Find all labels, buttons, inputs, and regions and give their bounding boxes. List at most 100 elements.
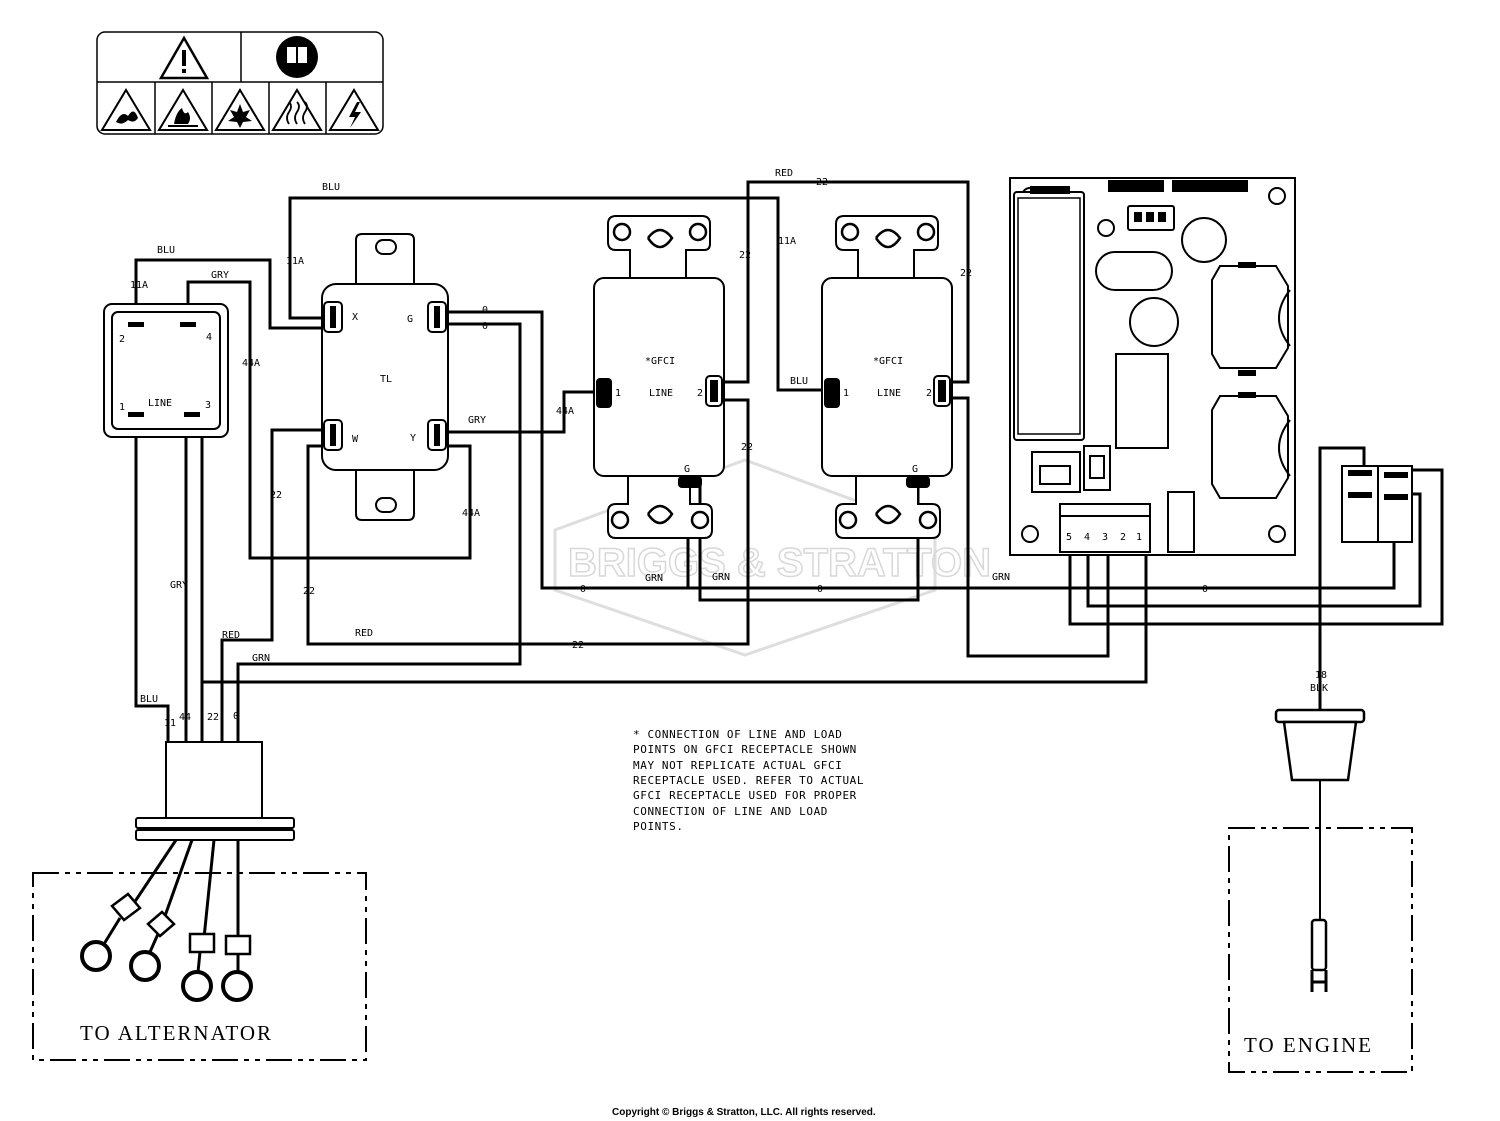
hot-surface-icon [271, 88, 323, 131]
board-pin-4: 4 [1084, 532, 1090, 543]
wire-label-44a-mid: 44A [556, 406, 574, 417]
wire-label-gry-vertical: GRY [170, 580, 188, 591]
note-line-6: CONNECTION OF LINE AND LOAD [633, 805, 828, 818]
wires [134, 180, 1444, 920]
wire-label-red-mid: RED [355, 628, 373, 639]
fire-icon [157, 88, 209, 131]
copyright: Copyright © Briggs & Stratton, LLC. All … [612, 1107, 876, 1118]
line-switch: 2 4 1 3 LINE [103, 303, 229, 438]
gfci-right-terminal-g: G [912, 464, 918, 475]
wire-label-blu-top: BLU [322, 182, 340, 193]
board-pin-5: 5 [1066, 532, 1072, 543]
gfci-note: * CONNECTION OF LINE AND LOAD POINTS ON … [633, 728, 864, 833]
wire-label-red-top: RED [775, 168, 793, 179]
tl-label: TL [380, 374, 392, 385]
wire-label-22-gfci1a: 22 [739, 250, 751, 261]
gfci-left-label: *GFCI [645, 356, 675, 367]
engine-box [1228, 827, 1413, 1073]
wire-label-gry-tl: GRY [468, 415, 486, 426]
tl-terminal-w: W [352, 434, 359, 445]
board-pin-2: 2 [1120, 532, 1126, 543]
alternator-plug: 11 44 22 0 TO ALTERNATOR [32, 711, 367, 1061]
wire-labels: BLU BLU BLU BLU 11A 11A 11A GRY GRY GRY … [130, 168, 1328, 705]
plug-pin-11: 11 [164, 718, 176, 729]
gfci-left-terminal-1: 1 [615, 388, 621, 399]
transformer-tl: X G W Y TL [321, 233, 449, 521]
wire-label-blu-bottom: BLU [140, 694, 158, 705]
gfci-left-sub: LINE [649, 388, 673, 399]
note-line-3: MAY NOT REPLICATE ACTUAL GFCI [633, 759, 842, 772]
note-line-2: POINTS ON GFCI RECEPTACLE SHOWN [633, 743, 857, 756]
wire-label-22-bottom: 22 [572, 640, 584, 651]
wire-label-0-d: 0 [817, 584, 823, 595]
wire-label-blk: BLK [1310, 683, 1328, 694]
note-line-1: * CONNECTION OF LINE AND LOAD [633, 728, 842, 741]
watermark-text: BRIGGS & STRATTON [568, 541, 991, 585]
wire-label-11a-tl: 11A [286, 256, 304, 267]
wire-label-grn-right: GRN [992, 572, 1010, 583]
wire-label-22-top: 22 [816, 177, 828, 188]
plug-pin-0: 0 [233, 711, 239, 722]
gfci-left-terminal-2: 2 [697, 388, 703, 399]
ring-terminal [80, 892, 253, 1002]
gfci-right-sub: LINE [877, 388, 901, 399]
gfci-right-label: *GFCI [873, 356, 903, 367]
plug-pin-44: 44 [179, 712, 191, 723]
switch-label: LINE [148, 398, 172, 409]
wire-label-0-e: 0 [1202, 584, 1208, 595]
gfci-right-terminal-1: 1 [843, 388, 849, 399]
tl-terminal-x: X [352, 312, 358, 323]
to-alternator-label: TO ALTERNATOR [80, 1021, 273, 1045]
toxic-fumes-icon [100, 88, 152, 131]
plug-pin-22: 22 [207, 712, 219, 723]
wire-label-grn-left: GRN [252, 653, 270, 664]
electric-shock-icon [328, 88, 380, 131]
manual-book-icon [276, 36, 318, 78]
board-connector: 5 4 3 2 1 [1059, 503, 1151, 553]
warning-triangle-icon [158, 35, 210, 80]
wire-label-22-gfci2: 22 [960, 268, 972, 279]
gfci-left-terminal-g: G [684, 464, 690, 475]
wire-label-grn-gfci1a: GRN [645, 573, 663, 584]
to-engine-label: TO ENGINE [1244, 1033, 1373, 1057]
switch-terminal-4: 4 [206, 332, 212, 343]
tl-terminal-y: Y [410, 433, 416, 444]
board-pin-1: 1 [1136, 532, 1142, 543]
tl-terminal-g: G [407, 314, 413, 325]
wire-label-0-c: 0 [580, 584, 586, 595]
terminal-block [1341, 465, 1413, 543]
board-pin-3: 3 [1102, 532, 1108, 543]
control-board: 5 4 3 2 1 [1009, 177, 1296, 556]
switch-terminal-2: 2 [119, 334, 125, 345]
wire-label-0-b: 0 [482, 321, 488, 332]
wire-label-18: 18 [1315, 670, 1327, 681]
wire-label-red-left: RED [222, 630, 240, 641]
wire-label-grn-gfci1b: GRN [712, 572, 730, 583]
explosion-icon [214, 88, 266, 131]
switch-terminal-3: 3 [205, 400, 211, 411]
wire-label-44a-left: 44A [242, 358, 260, 369]
watermark: BRIGGS & STRATTON [553, 458, 992, 657]
gfci-receptacle-right: *GFCI LINE 1 2 G [821, 215, 953, 539]
alternator-box [32, 872, 367, 1061]
wire-label-11a-gfci: 11A [778, 236, 796, 247]
wire-label-blu-switch: BLU [157, 245, 175, 256]
note-line-4: RECEPTACLE USED. REFER TO ACTUAL [633, 774, 864, 787]
wire-label-22-left: 22 [270, 490, 282, 501]
wire-label-22-gfci1b: 22 [741, 442, 753, 453]
warning-label [96, 31, 384, 135]
switch-terminal-1: 1 [119, 402, 125, 413]
note-line-5: GFCI RECEPTACLE USED FOR PROPER [633, 789, 857, 802]
wire-label-11a-switch: 11A [130, 280, 148, 291]
note-line-7: POINTS. [633, 820, 684, 833]
wire-label-0-a: 0 [482, 305, 488, 316]
gfci-receptacle-left: *GFCI LINE 1 2 G [593, 215, 725, 539]
gfci-right-terminal-2: 2 [926, 388, 932, 399]
wire-label-blu-gfci: BLU [790, 376, 808, 387]
engine-connection: TO ENGINE [1228, 708, 1413, 1073]
wire-label-44a-tl: 44A [462, 508, 480, 519]
wire-label-gry-switch: GRY [211, 270, 229, 281]
wire-label-22-mid: 22 [303, 586, 315, 597]
